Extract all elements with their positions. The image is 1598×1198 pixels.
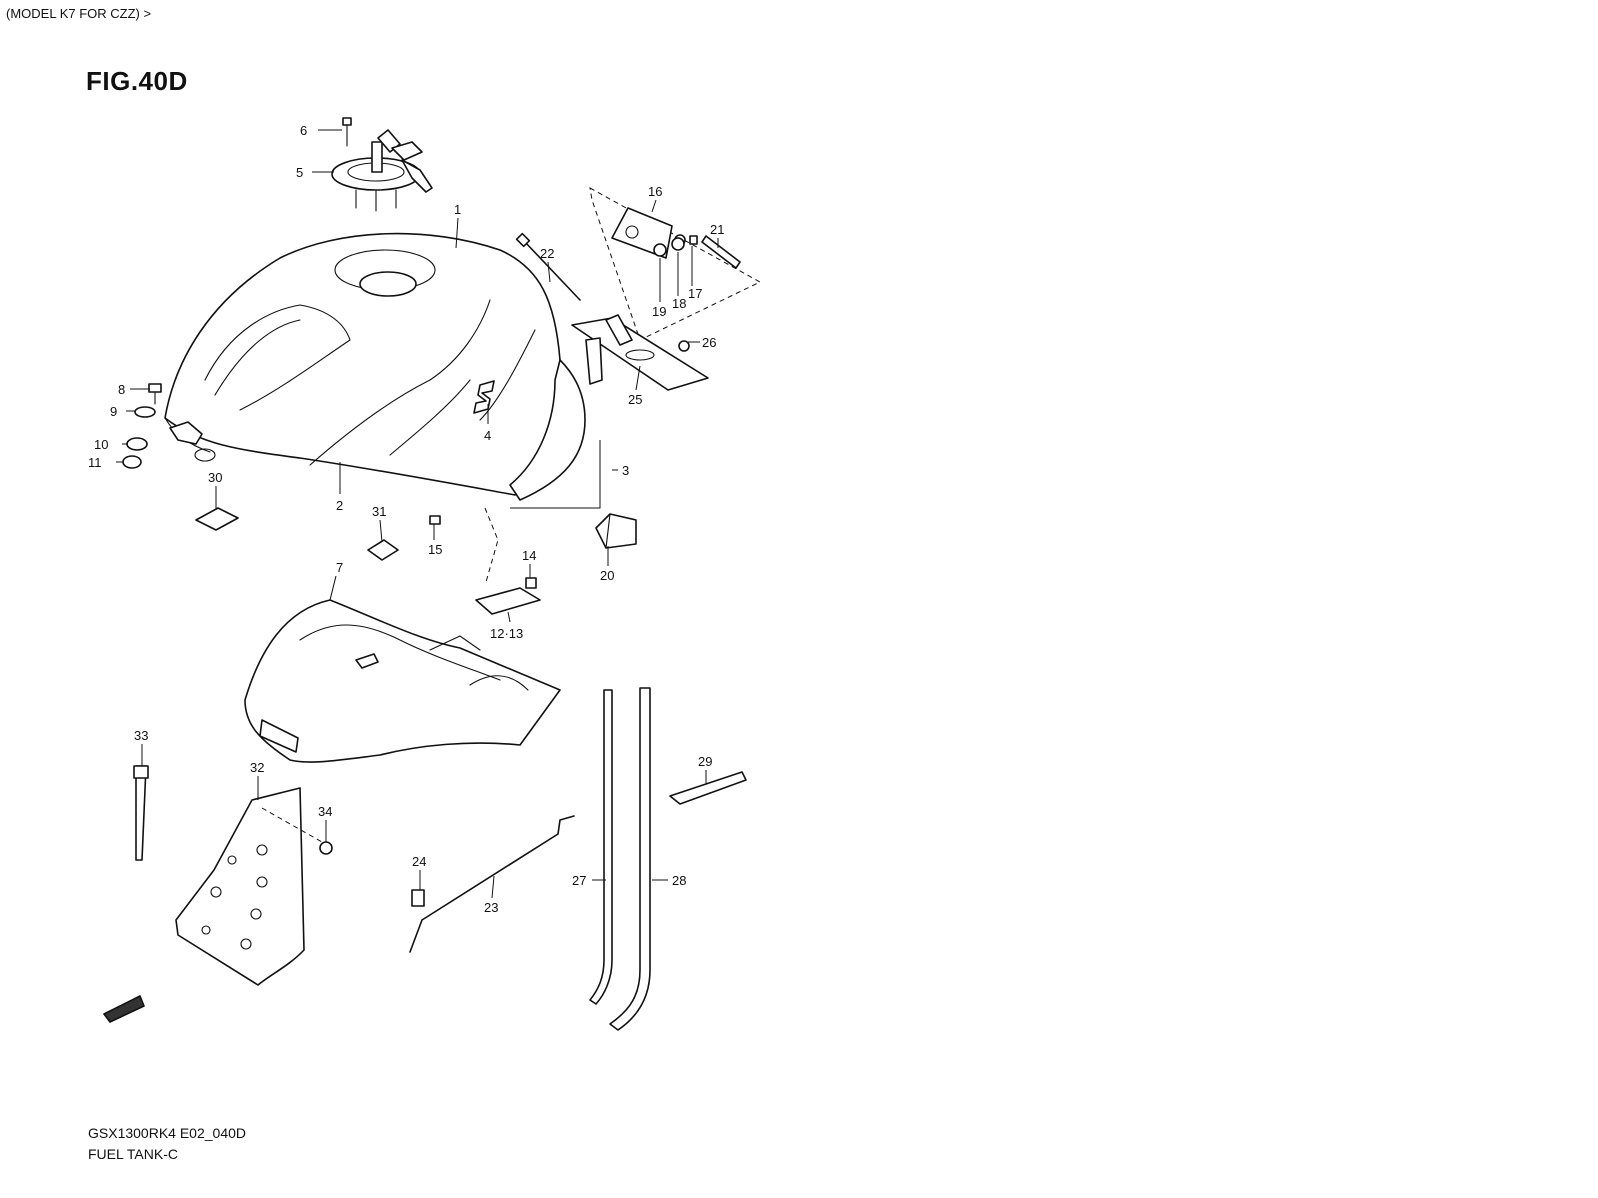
assembly-line	[484, 507, 499, 583]
callout-33: 33	[134, 728, 148, 743]
model-code: GSX1300RK4 E02_040D	[88, 1125, 246, 1141]
callout-17: 17	[688, 286, 702, 301]
callout-numbers: 6 5 1 2 3 4 7 8 9 10 11 12·13 14 15 16 1…	[88, 123, 724, 915]
callout-32: 32	[250, 760, 264, 775]
figure-title: FIG.40D	[86, 66, 188, 96]
callout-20: 20	[600, 568, 614, 583]
callout-16: 16	[648, 184, 662, 199]
callout-11: 11	[88, 455, 102, 470]
callout-25: 25	[628, 392, 642, 407]
pad-31[interactable]	[367, 539, 399, 561]
fuel-tank[interactable]	[164, 232, 586, 501]
rod-23[interactable]	[409, 815, 575, 953]
callout-6: 6	[300, 123, 307, 138]
plate-12-13[interactable]	[475, 587, 541, 615]
pivot-rod[interactable]	[701, 235, 741, 269]
model-note: (MODEL K7 FOR CZZ) >	[6, 6, 152, 21]
callout-26: 26	[702, 335, 716, 350]
callout-5: 5	[296, 165, 303, 180]
callout-14: 14	[522, 548, 536, 563]
callout-8: 8	[118, 382, 125, 397]
clip-14[interactable]	[525, 577, 537, 589]
callout-1: 1	[454, 202, 461, 217]
front-bolt[interactable]	[148, 383, 162, 405]
part-group-name: FUEL TANK-C	[88, 1146, 178, 1162]
pad-30[interactable]	[195, 507, 239, 531]
callout-18: 18	[672, 296, 686, 311]
callout-2: 2	[336, 498, 343, 513]
strap-33[interactable]	[133, 765, 149, 861]
callout-9: 9	[110, 404, 117, 419]
callout-29: 29	[698, 754, 712, 769]
heat-shield[interactable]	[175, 787, 305, 986]
callout-3: 3	[622, 463, 629, 478]
cap-bolt[interactable]	[342, 117, 352, 147]
fuel-cap[interactable]	[331, 129, 433, 212]
block-20[interactable]	[595, 513, 637, 549]
long-bolt[interactable]	[515, 232, 581, 301]
callout-30: 30	[208, 470, 222, 485]
callout-27: 27	[572, 873, 586, 888]
callout-15: 15	[428, 542, 442, 557]
front-washer[interactable]	[134, 406, 156, 418]
callout-19: 19	[652, 304, 666, 319]
callout-10: 10	[94, 437, 108, 452]
bracket-plate[interactable]	[611, 207, 686, 259]
callout-12-13: 12·13	[490, 626, 523, 641]
hose-28[interactable]	[609, 687, 651, 1031]
small-washers[interactable]	[653, 235, 698, 257]
callout-7: 7	[336, 560, 343, 575]
hose-27[interactable]	[589, 689, 613, 1005]
forward-arrow-icon	[103, 995, 145, 1023]
callout-24: 24	[412, 854, 426, 869]
tank-cover[interactable]	[244, 599, 561, 763]
callout-23: 23	[484, 900, 498, 915]
callout-34: 34	[318, 804, 332, 819]
bolt-15[interactable]	[429, 515, 441, 525]
callout-4: 4	[484, 428, 491, 443]
callout-28: 28	[672, 873, 686, 888]
clip-24[interactable]	[411, 889, 425, 907]
front-collar[interactable]	[122, 455, 142, 469]
callout-31: 31	[372, 504, 386, 519]
shield-assembly-line	[261, 807, 323, 843]
bolt-34[interactable]	[319, 841, 333, 855]
callout-21: 21	[710, 222, 724, 237]
front-cushion[interactable]	[126, 437, 148, 451]
leader-lines	[116, 129, 719, 899]
callout-22: 22	[540, 246, 554, 261]
rear-mount-bracket[interactable]	[571, 314, 709, 391]
bracket-29[interactable]	[669, 771, 747, 805]
